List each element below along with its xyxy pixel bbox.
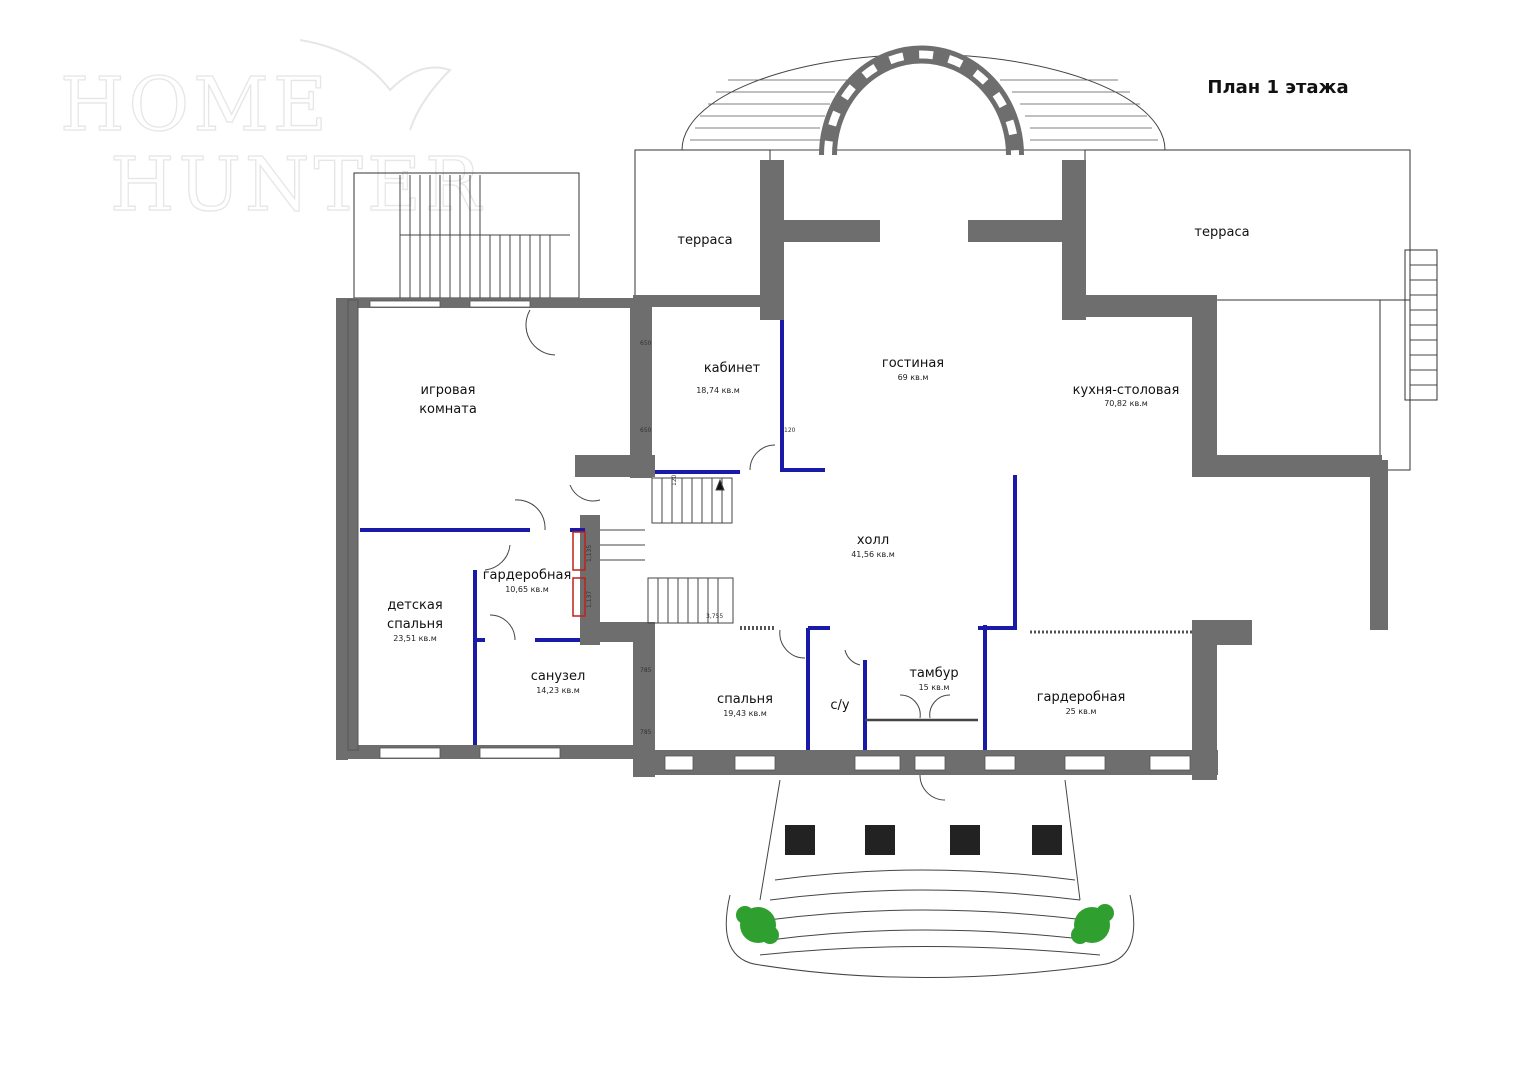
svg-text:41,56 кв.м: 41,56 кв.м xyxy=(851,550,895,559)
svg-text:10,65 кв.м: 10,65 кв.м xyxy=(505,585,549,594)
svg-text:HOME: HOME xyxy=(60,62,331,148)
svg-text:650: 650 xyxy=(640,340,652,347)
room-vestibule: тамбур xyxy=(909,666,958,681)
svg-text:785: 785 xyxy=(640,667,652,674)
plant-icon xyxy=(1071,904,1114,944)
column xyxy=(950,825,980,855)
outdoor-stair-left xyxy=(353,172,580,299)
room-wc: с/у xyxy=(830,698,850,713)
column xyxy=(865,825,895,855)
entrance-porch xyxy=(725,779,1135,978)
rotunda xyxy=(681,45,1166,156)
svg-text:1,135: 1,135 xyxy=(586,545,593,562)
svg-text:HUNTER: HUNTER xyxy=(110,142,485,228)
partitions xyxy=(360,320,1017,750)
interior-staircase xyxy=(600,477,734,624)
column xyxy=(1032,825,1062,855)
outdoor-stair-right xyxy=(1404,249,1438,401)
room-bedroom: спальня xyxy=(717,692,773,707)
room-terrace-right: терраса xyxy=(1194,225,1249,240)
svg-text:70,82 кв.м: 70,82 кв.м xyxy=(1104,399,1148,408)
walls xyxy=(336,160,1388,780)
svg-text:19,43 кв.м: 19,43 кв.м xyxy=(723,709,767,718)
svg-text:спальня: спальня xyxy=(387,617,443,632)
svg-text:комната: комната xyxy=(419,402,477,417)
plant-icon xyxy=(736,906,779,944)
room-cabinet: кабинет xyxy=(704,361,761,376)
room-wardrobe-large: гардеробная xyxy=(1037,690,1126,705)
svg-text:3,755: 3,755 xyxy=(706,613,723,620)
column xyxy=(785,825,815,855)
windows xyxy=(369,300,1191,771)
room-playroom: игровая xyxy=(421,383,476,398)
svg-text:18,74 кв.м: 18,74 кв.м xyxy=(696,386,740,395)
plan-title: План 1 этажа xyxy=(1207,77,1348,98)
home-hunter-watermark: HOME HUNTER xyxy=(59,39,485,229)
svg-text:785: 785 xyxy=(640,729,652,736)
svg-text:15 кв.м: 15 кв.м xyxy=(919,683,950,692)
room-hall: холл xyxy=(857,533,889,548)
svg-text:120: 120 xyxy=(784,427,796,434)
room-bathroom: санузел xyxy=(531,669,586,684)
room-wardrobe-small: гардеробная xyxy=(483,568,572,583)
room-kids-bedroom: детская xyxy=(387,598,442,613)
svg-text:120: 120 xyxy=(671,474,678,486)
svg-text:14,23 кв.м: 14,23 кв.м xyxy=(536,686,580,695)
room-labels: терраса терраса кабинет 18,74 кв.м гости… xyxy=(387,225,1250,718)
svg-text:1,137: 1,137 xyxy=(586,591,593,608)
room-terrace-left: терраса xyxy=(677,233,732,248)
svg-text:69 кв.м: 69 кв.м xyxy=(898,373,929,382)
room-living: гостиная xyxy=(882,356,944,371)
terrace-left-outline xyxy=(634,149,771,299)
svg-text:23,51 кв.м: 23,51 кв.м xyxy=(393,634,437,643)
svg-text:650: 650 xyxy=(640,427,652,434)
doors xyxy=(484,309,978,801)
room-kitchen: кухня-столовая xyxy=(1073,383,1180,398)
svg-text:25 кв.м: 25 кв.м xyxy=(1066,707,1097,716)
